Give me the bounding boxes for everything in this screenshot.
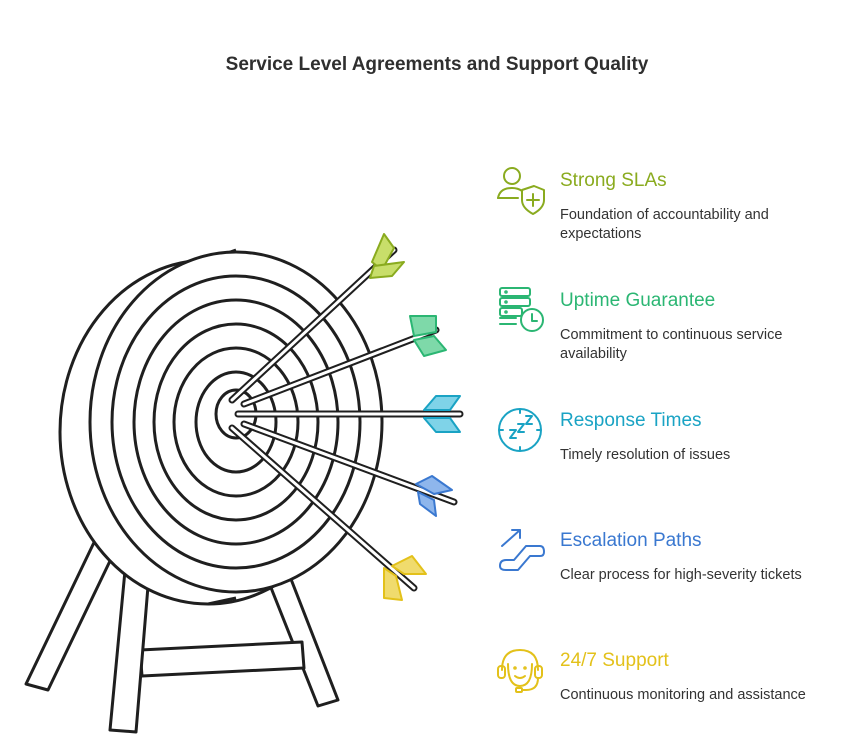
page-title: Service Level Agreements and Support Qua…: [225, 54, 649, 75]
item-heading: Response Times: [560, 410, 702, 431]
item-heading: Strong SLAs: [560, 170, 667, 191]
user-shield-icon: [497, 167, 545, 215]
item-description: Commitment to continuous service availab…: [560, 327, 783, 362]
headset-icon: [497, 649, 543, 693]
sleep-timer-icon: [498, 408, 542, 452]
target-face: [88, 250, 384, 594]
item-description: Clear process for high-severity tickets: [560, 567, 802, 583]
item-description: Timely resolution of issues: [560, 447, 731, 463]
arrow-green-yellow: [228, 233, 405, 404]
stand-crossbar: [138, 640, 306, 678]
arrow-cyan: [234, 395, 464, 433]
server-clock-icon: [499, 287, 544, 332]
item-heading: Escalation Paths: [560, 530, 702, 551]
arrow-blue: [240, 420, 458, 517]
escalator-icon: [499, 529, 545, 571]
item-heading: 24/7 Support: [560, 650, 669, 671]
arrow-green: [240, 315, 447, 408]
arrow-yellow: [228, 424, 427, 601]
item-description: Continuous monitoring and assistance: [560, 687, 806, 703]
item-heading: Uptime Guarantee: [560, 290, 716, 311]
item-description: Foundation of accountability and expecta…: [560, 207, 769, 242]
